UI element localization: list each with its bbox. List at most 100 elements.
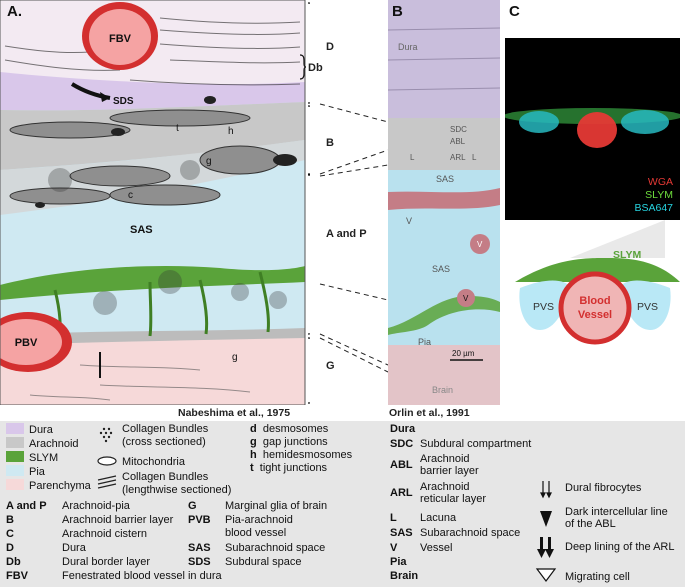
abbrev-abl: ABL [390,459,413,471]
junction-d: d desmosomes [250,423,329,435]
collagen-cross-label-2: (cross sectioned) [122,436,206,448]
deep-lining-icon [537,537,554,558]
bracket-label-db: Db [308,62,323,74]
collagen-clusters [48,160,287,315]
dural-border-layer [0,72,305,111]
swatch-slym: SLYM [6,451,91,465]
g-label-parenchyma: g [232,352,238,363]
b-v1-label: V [406,216,412,226]
b-l2-label: L [472,153,477,162]
abbrev-arl-desc-1: Arachnoid [420,481,470,493]
bracket-label-b: B [326,137,334,149]
abbrev-abl-desc-1: Arachnoid [420,453,470,465]
panel-b-credit: Orlin et al., 1991 [389,407,470,419]
b-arl-label: ARL [450,153,466,162]
pbv-lumen [0,319,62,365]
abbrev-arl: ARL [390,487,413,499]
fbv-lumen [89,9,151,65]
collagen-lengthwise-icon [97,475,117,489]
b-vessel-small [470,234,490,254]
pvs-left-label: PVS [533,301,554,313]
sds-arrowhead [100,92,110,102]
b-dura-label: Dura [398,42,418,52]
panel-b-letter: B [392,3,403,20]
connector-lines [319,103,389,373]
b-sas1-label: SAS [436,174,454,184]
b-sas2-label: SAS [432,264,450,274]
arachnoid-cell-group [9,109,281,206]
migrating-cell-icon [535,568,557,582]
mitochondria-icon [97,456,117,466]
legend-panel: Dura Arachnoid SLYM Pia Parenchyma Colla… [0,421,685,587]
b-v2-label: V [477,240,483,249]
panel-a-illustration: FBV SDS t h g c SAS PBV g [0,0,310,405]
marker-migrating-cell: Migrating cell [565,571,630,583]
b-arachnoid [388,118,500,170]
marker-dark-line-2: of the ABL [565,518,616,530]
b-scale-label: 20 µm [452,349,475,358]
pvs-right-label: PVS [637,301,658,313]
abbrev-pia: Pia [390,556,407,568]
bracket-label-g: G [326,360,335,372]
symbol-icons [97,427,117,489]
blood-vessel-label-2: Vessel [578,309,612,321]
b-brain-label: Brain [432,385,453,395]
collagen-cross-icon [99,427,113,443]
b-brain [388,345,500,405]
h-label: h [228,126,234,137]
b-abl-label: ABL [450,137,466,146]
pbv-label: PBV [15,337,38,349]
dural-fibrocytes-icon [540,481,552,499]
swatch-arachnoid: Arachnoid [6,437,91,451]
pvs-right-shape [619,280,671,330]
swatch-list: Dura Arachnoid SLYM Pia Parenchyma [6,423,91,493]
panel-a-letter: A. [7,3,22,20]
fbv-label: FBV [109,33,132,45]
collagen-cross-label-1: Collagen Bundles [122,423,209,435]
sds-label: SDS [113,96,134,107]
slym-arch [515,258,680,282]
marker-dural-fibrocytes: Dural fibrocytes [565,482,642,494]
swatch-pia: Pia [6,465,91,479]
bracket-label-a-and-p: A and P [326,228,367,240]
panel-a-credit: Nabeshima et al., 1975 [178,407,291,419]
junction-h: h hemidesmosomes [250,449,353,461]
junction-t: t tight junctions [250,462,328,474]
dark-line-icon [540,511,552,527]
b-sdc-label: SDC [450,125,467,134]
slym-schematic-label: SLYM [613,249,641,261]
b-vessel-slym [457,289,475,307]
layer-brackets [299,2,310,404]
slym-stain-label: SLYM [645,189,673,201]
abbrev-brain: Brain [390,570,419,582]
b-vessel-band [388,188,500,210]
abbrev-b-dura: Dura [390,423,416,435]
collagen-long-label-1: Collagen Bundles [122,471,209,483]
bsa-label: BSA647 [634,202,673,214]
abbrev-arl-desc-2: reticular layer [420,493,487,505]
panel-c-letter: C [509,3,520,20]
blood-vessel-circle [558,271,632,345]
marker-deep-lining: Deep lining of the ARL [565,541,675,553]
t-label: t [176,123,179,134]
marker-dark-line-1: Dark intercellular line [565,506,668,518]
marker-icons [535,481,557,582]
b-slym [388,296,500,335]
pvs-left-shape [519,280,571,330]
collagen-long-label-2: (lengthwise sectioned) [122,484,232,496]
mitochondria-label: Mitochondria [122,456,185,468]
blood-vessel-label-1: Blood [579,295,610,307]
